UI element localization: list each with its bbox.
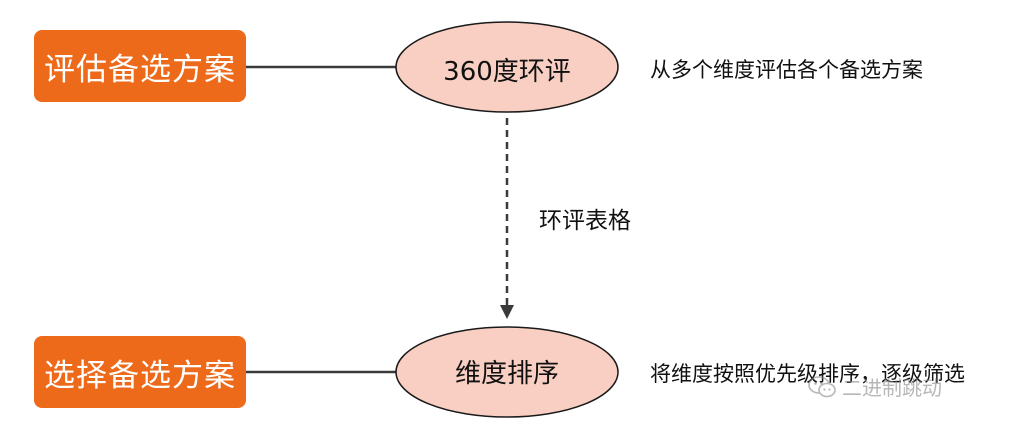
note-select: 将维度按照优先级排序，逐级筛选 (650, 362, 965, 386)
step-box-label: 选择备选方案 (44, 357, 236, 394)
wechat-icon (808, 375, 836, 397)
step-box-label: 评估备选方案 (44, 51, 236, 88)
node-ellipse-dimension-sort (395, 326, 619, 418)
step-box-select: 选择备选方案 (34, 336, 246, 408)
node-label-360-review: 360度环评 (443, 56, 571, 87)
note-evaluate: 从多个维度评估各个备选方案 (650, 58, 923, 82)
step-box-evaluate: 评估备选方案 (34, 30, 246, 102)
node-label-dimension-sort: 维度排序 (454, 358, 559, 389)
watermark: 二进制跳动 (808, 372, 942, 401)
edge-label: 环评表格 (539, 208, 631, 234)
watermark-text: 二进制跳动 (842, 376, 942, 400)
node-ellipse-360-review (395, 21, 619, 113)
